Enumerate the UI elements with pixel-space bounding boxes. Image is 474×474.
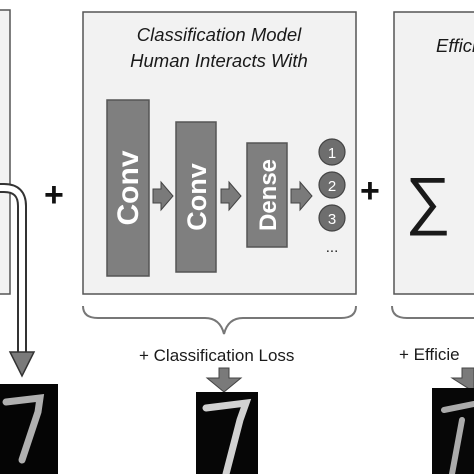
model-brace — [82, 305, 357, 335]
model-title-line-1: Classification Model — [136, 24, 302, 45]
plus-operator-right: + — [360, 172, 380, 210]
output-node-3 — [318, 204, 346, 232]
output-label-3: 3 — [328, 211, 336, 228]
efficiency-down-arrow — [450, 367, 474, 393]
arrow-conv2-to-dense — [220, 180, 242, 212]
efficiency-brace — [391, 305, 474, 319]
sum-symbol: ∑ — [405, 164, 451, 236]
plus-operator-left: + — [44, 176, 64, 214]
classification-down-arrow — [205, 367, 243, 393]
model-panel-title: Classification Model Human Interacts Wit… — [82, 22, 356, 74]
output-node-1 — [318, 138, 346, 166]
output-ellipsis: ... — [326, 239, 339, 256]
efficiency-panel-title: Effici — [436, 35, 474, 56]
dense-layer-label: Dense — [255, 159, 282, 231]
model-title-line-2: Human Interacts With — [130, 50, 308, 71]
conv-layer-1-label: Conv — [112, 150, 145, 225]
conv-layer-2-label: Conv — [182, 163, 212, 231]
conv-layer-1 — [106, 99, 150, 277]
output-label-2: 2 — [328, 178, 336, 195]
efficiency-loss-label: + Efficie — [399, 345, 460, 364]
arrow-dense-to-outputs — [290, 180, 313, 212]
output-node-2 — [318, 171, 346, 199]
efficiency-panel-fragment — [393, 11, 474, 295]
left-down-arrowhead — [8, 351, 36, 378]
left-panel-fragment — [0, 9, 11, 295]
arrow-conv1-to-conv2 — [152, 180, 174, 212]
output-label-1: 1 — [328, 145, 336, 162]
dense-layer — [246, 142, 288, 248]
conv-layer-2 — [175, 121, 217, 273]
classification-loss-label: + Classification Loss — [139, 346, 295, 365]
